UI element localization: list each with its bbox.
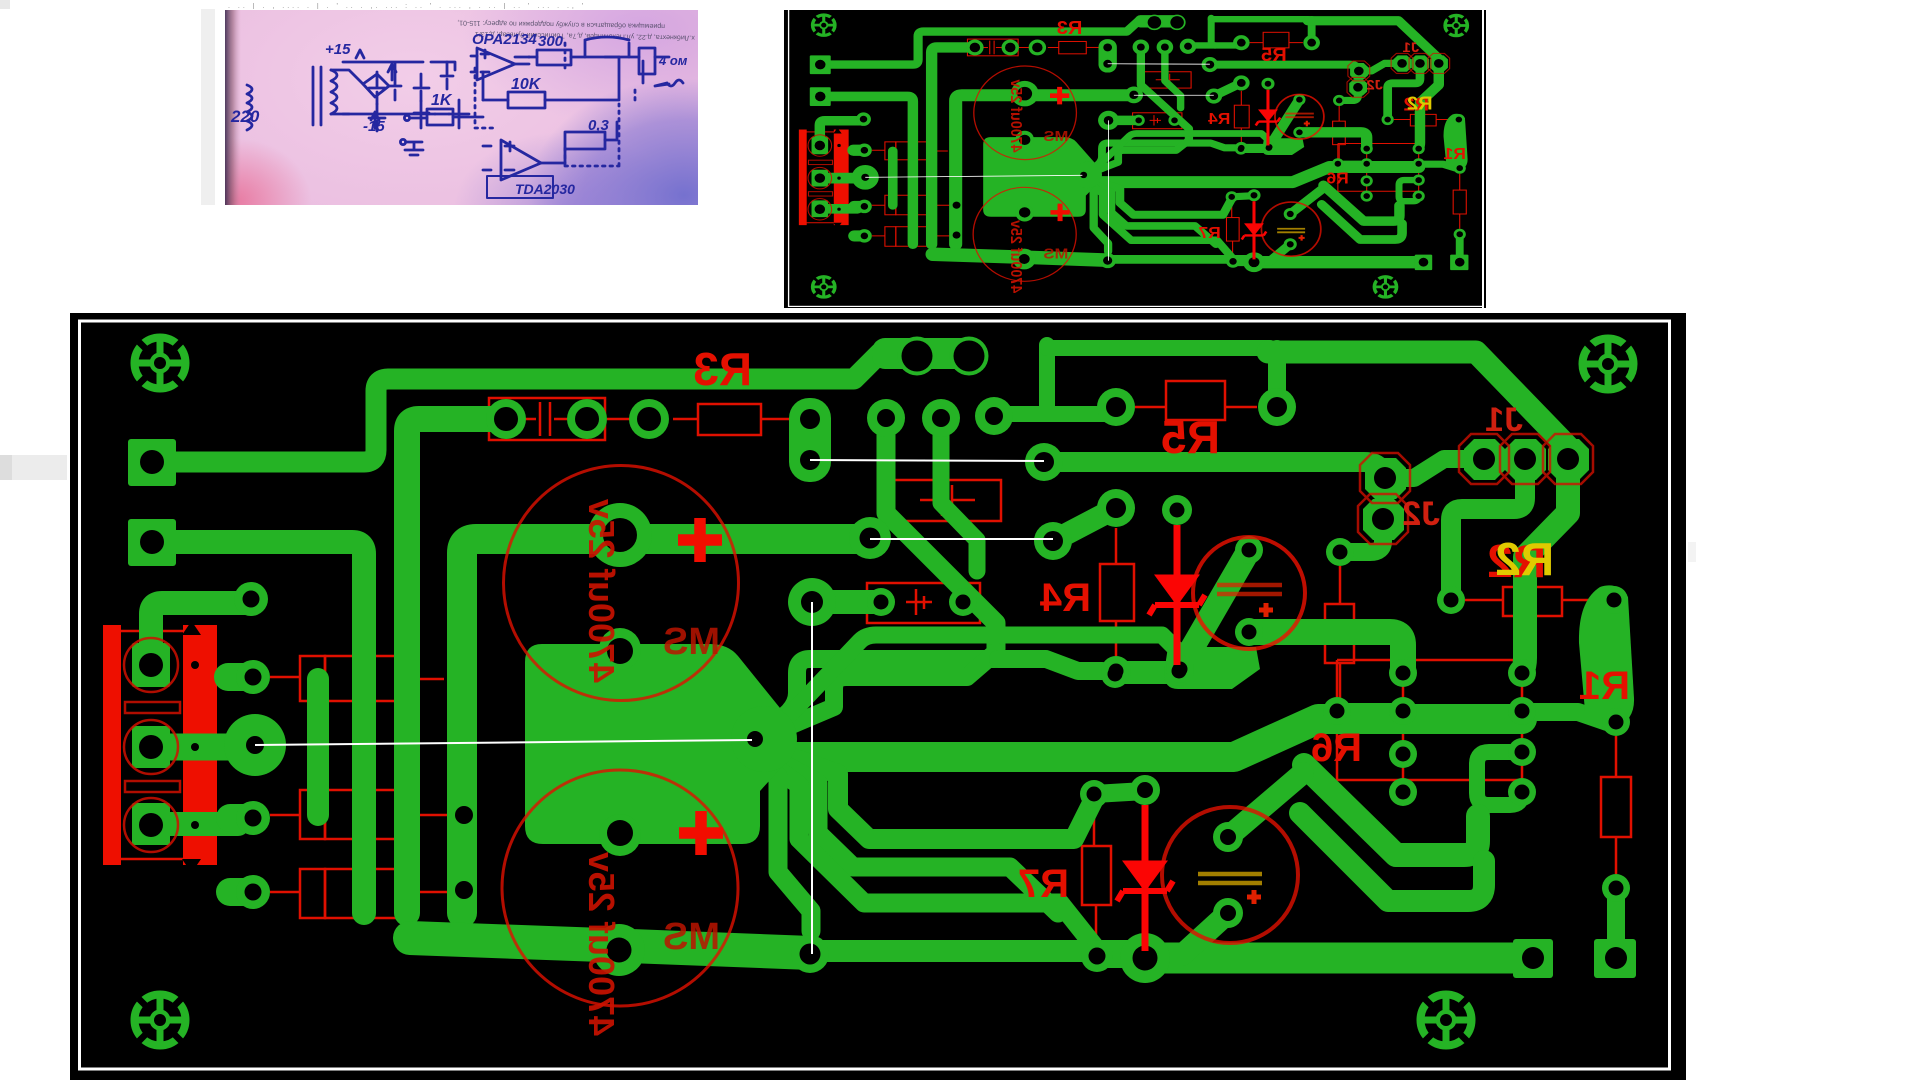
svg-text:R2: R2 xyxy=(1495,533,1554,585)
svg-text:R3: R3 xyxy=(693,343,752,395)
svg-text:R5: R5 xyxy=(1161,411,1220,463)
svg-text:R6: R6 xyxy=(1311,726,1362,770)
svg-text:R1: R1 xyxy=(1579,664,1630,708)
svg-text:R4: R4 xyxy=(1039,576,1091,620)
svg-text:J1: J1 xyxy=(1485,401,1523,439)
svg-text:TDA2030: TDA2030 xyxy=(515,181,575,197)
svg-text:J2: J2 xyxy=(1402,495,1440,533)
svg-text:OPA2134: OPA2134 xyxy=(472,31,537,48)
svg-text:4 ом: 4 ом xyxy=(658,53,688,68)
svg-text:R2: R2 xyxy=(1487,535,1546,587)
svg-text:4700uf 25v: 4700uf 25v xyxy=(581,852,622,1036)
svg-text:+15: +15 xyxy=(325,41,351,58)
svg-text:220: 220 xyxy=(230,107,260,126)
svg-text:300: 300 xyxy=(538,33,564,50)
svg-text:-15: -15 xyxy=(363,118,385,135)
svg-text:10K: 10K xyxy=(511,76,542,93)
svg-text:приемщика обращаться в службу: приемщика обращаться в службу поддержки … xyxy=(457,19,665,31)
svg-text:4700uf 25v: 4700uf 25v xyxy=(581,499,622,683)
svg-text:0,3: 0,3 xyxy=(588,117,610,134)
svg-text:MS: MS xyxy=(663,621,720,663)
svg-text:1K: 1K xyxy=(431,92,453,109)
svg-text:MS: MS xyxy=(663,916,720,958)
svg-text:х.Либкнехта, д.22, ул.Пехотинц: х.Либкнехта, д.22, ул.Пехотинцев, д.7а, … xyxy=(475,30,695,42)
svg-text:R7: R7 xyxy=(1018,862,1069,906)
